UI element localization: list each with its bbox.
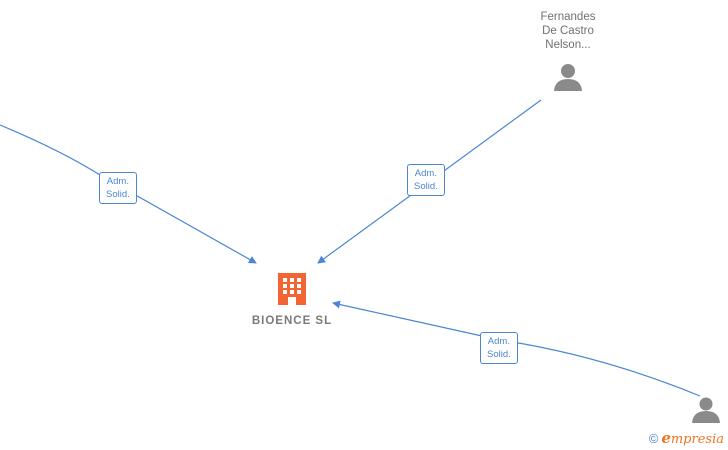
brand-initial: e <box>661 429 671 447</box>
person-icon <box>692 397 720 423</box>
role-line: Solid. <box>414 181 438 192</box>
role-line: Solid. <box>106 189 130 200</box>
building-icon <box>278 273 306 305</box>
brand-name: mpresia <box>670 432 724 447</box>
person-node[interactable] <box>690 397 722 428</box>
person-name-line: Fernandes <box>540 11 596 23</box>
edge-role-label[interactable]: Adm. Solid. <box>407 164 445 196</box>
person-name-line: De Castro <box>542 25 594 37</box>
company-node[interactable]: BIOENCE SL <box>240 272 344 327</box>
person-node[interactable]: Fernandes De Castro Nelson... <box>512 10 624 97</box>
person-icon <box>554 64 582 91</box>
role-line: Adm. <box>106 176 129 187</box>
edge-role-label[interactable]: Adm. Solid. <box>99 172 137 204</box>
person-name: Fernandes De Castro Nelson... <box>512 10 624 52</box>
person-name-line: Nelson... <box>545 39 591 51</box>
edge-left-to-company <box>0 124 257 264</box>
brand-footer: ©empresia <box>649 429 724 447</box>
role-line: Adm. <box>487 336 510 347</box>
edge-role-label[interactable]: Adm. Solid. <box>480 332 518 364</box>
brand-logo[interactable]: empresia <box>661 429 724 447</box>
company-name: BIOENCE SL <box>251 315 333 327</box>
role-line: Solid. <box>487 349 511 360</box>
copyright-symbol: © <box>648 431 659 446</box>
role-line: Adm. <box>414 168 437 179</box>
